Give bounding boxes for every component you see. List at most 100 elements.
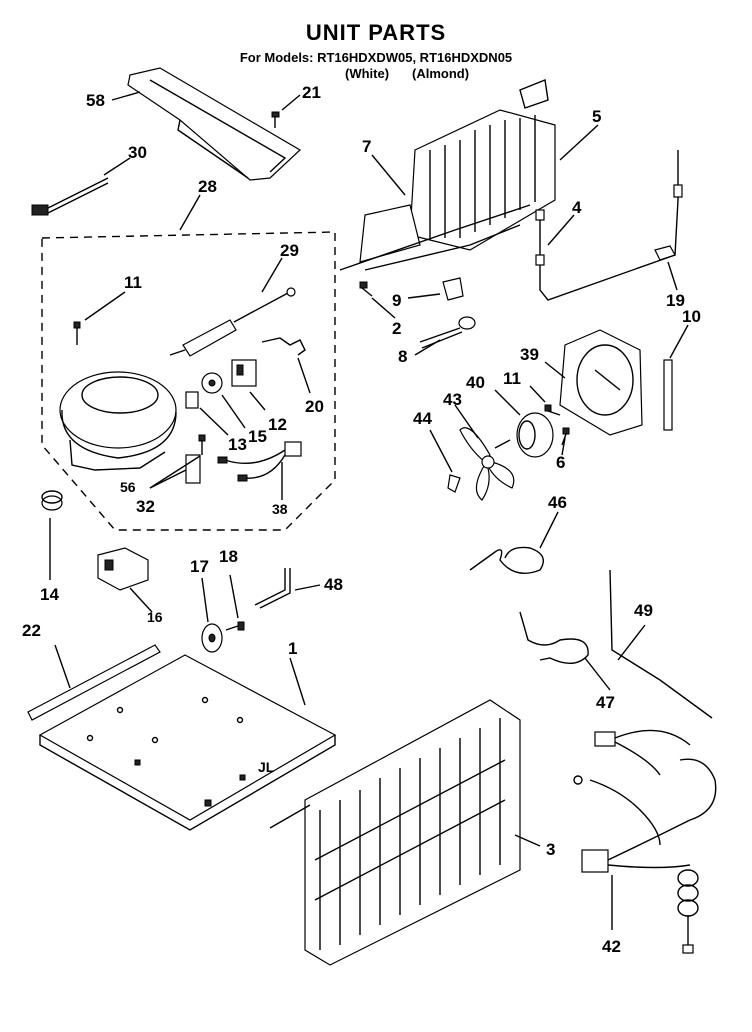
callout-56: 56: [120, 479, 136, 495]
callout-32: 32: [136, 497, 155, 516]
callout-12: 12: [268, 415, 287, 434]
screw-icon: [561, 427, 570, 446]
leader-44: [429, 429, 453, 473]
callout-3: 3: [546, 840, 555, 859]
leader-1: [289, 657, 306, 706]
page-title: UNIT PARTS: [305, 20, 447, 45]
callout-2: 2: [392, 319, 401, 338]
rod-48: [254, 568, 286, 606]
leader-48: [294, 584, 321, 591]
callout-6: 6: [556, 453, 565, 472]
callout-39: 39: [520, 345, 539, 364]
leader-3: [514, 834, 541, 847]
screw-icon: [73, 321, 81, 345]
callout-11: 11: [124, 273, 142, 292]
leader-7: [371, 154, 406, 196]
models-line: For Models: RT16HDXDW05, RT16HDXDN05: [239, 50, 513, 65]
callout-1: 1: [288, 639, 297, 658]
leader-13: [199, 407, 229, 436]
clip-32: [185, 454, 201, 484]
color-almond: (Almond): [412, 66, 470, 81]
callout-8: 8: [398, 347, 407, 366]
color-white: (White): [345, 66, 390, 81]
base-plate: [38, 654, 337, 831]
callout-58: 58: [86, 91, 105, 110]
leader-49: [617, 624, 646, 661]
block-16: [97, 547, 149, 591]
clip-19: [654, 245, 676, 261]
clip-44: [447, 474, 461, 493]
leader-12: [249, 391, 266, 411]
leader-20: [297, 357, 311, 394]
callout-40: 40: [466, 373, 485, 392]
tray-part: [127, 67, 301, 181]
callout-11b: 11: [503, 369, 521, 388]
callout-7: 7: [362, 137, 371, 156]
callout-46: 46: [548, 493, 567, 512]
callout-19: 19: [666, 291, 685, 310]
leader-29: [261, 257, 283, 293]
callout-17: 17: [190, 557, 209, 576]
tube-49: [609, 569, 713, 719]
evaporator-assembly: [339, 79, 556, 271]
defrost-heater-wire: [535, 150, 683, 301]
callout-42: 42: [602, 937, 621, 956]
callout-16: 16: [147, 609, 163, 625]
leader-15: [221, 394, 246, 429]
leader-47: [584, 657, 611, 691]
leader-30: [103, 157, 131, 176]
compressor: [59, 371, 177, 471]
leader-8: [414, 339, 441, 356]
leader-6: [561, 437, 566, 456]
callout-43: 43: [443, 390, 462, 409]
leader-11a: [84, 291, 126, 321]
filter-drier: [169, 287, 296, 357]
callout-4: 4: [572, 198, 582, 217]
leader-4: [547, 214, 575, 246]
callout-13: 13: [228, 435, 247, 454]
fan-blade: [459, 427, 515, 501]
callout-30: 30: [128, 143, 147, 162]
callout-9: 9: [392, 291, 401, 310]
callout-15: 15: [248, 427, 267, 446]
screw-icon: [359, 281, 373, 297]
leader-2: [371, 297, 396, 319]
fan-motor: [494, 412, 554, 458]
leader-17: [201, 577, 209, 623]
strip-10: [663, 359, 673, 431]
callout-10: 10: [682, 307, 701, 326]
screw-icon: [225, 621, 245, 631]
tube-46: [469, 546, 544, 574]
condenser-coil: [269, 699, 521, 966]
leader-22: [54, 644, 71, 689]
callout-44: 44: [413, 409, 432, 428]
relay: [231, 359, 257, 387]
leader-46: [539, 511, 559, 549]
bracket-9: [442, 277, 464, 301]
wire-38: [217, 441, 302, 482]
leader-18: [229, 574, 239, 619]
wire-20: [261, 337, 306, 356]
callout-18: 18: [219, 547, 238, 566]
leader-10: [669, 324, 689, 359]
leader-39: [544, 361, 566, 379]
wiring-harness: [573, 729, 717, 954]
leader-9: [407, 293, 441, 299]
callout-14: 14: [40, 585, 59, 604]
leader-5: [559, 124, 599, 161]
leader-43: [454, 404, 479, 439]
terminal-cover: [185, 391, 199, 409]
callout-22: 22: [22, 621, 41, 640]
callout-28: 28: [198, 177, 217, 196]
overload: [201, 372, 223, 394]
callout-29: 29: [280, 241, 299, 260]
grommet: [41, 490, 63, 511]
fan-shroud: [559, 329, 643, 436]
callout-47: 47: [596, 693, 615, 712]
callout-5: 5: [592, 107, 601, 126]
wire-tie: [31, 177, 109, 216]
leader-40: [494, 389, 521, 416]
screw-icon: [271, 111, 280, 128]
